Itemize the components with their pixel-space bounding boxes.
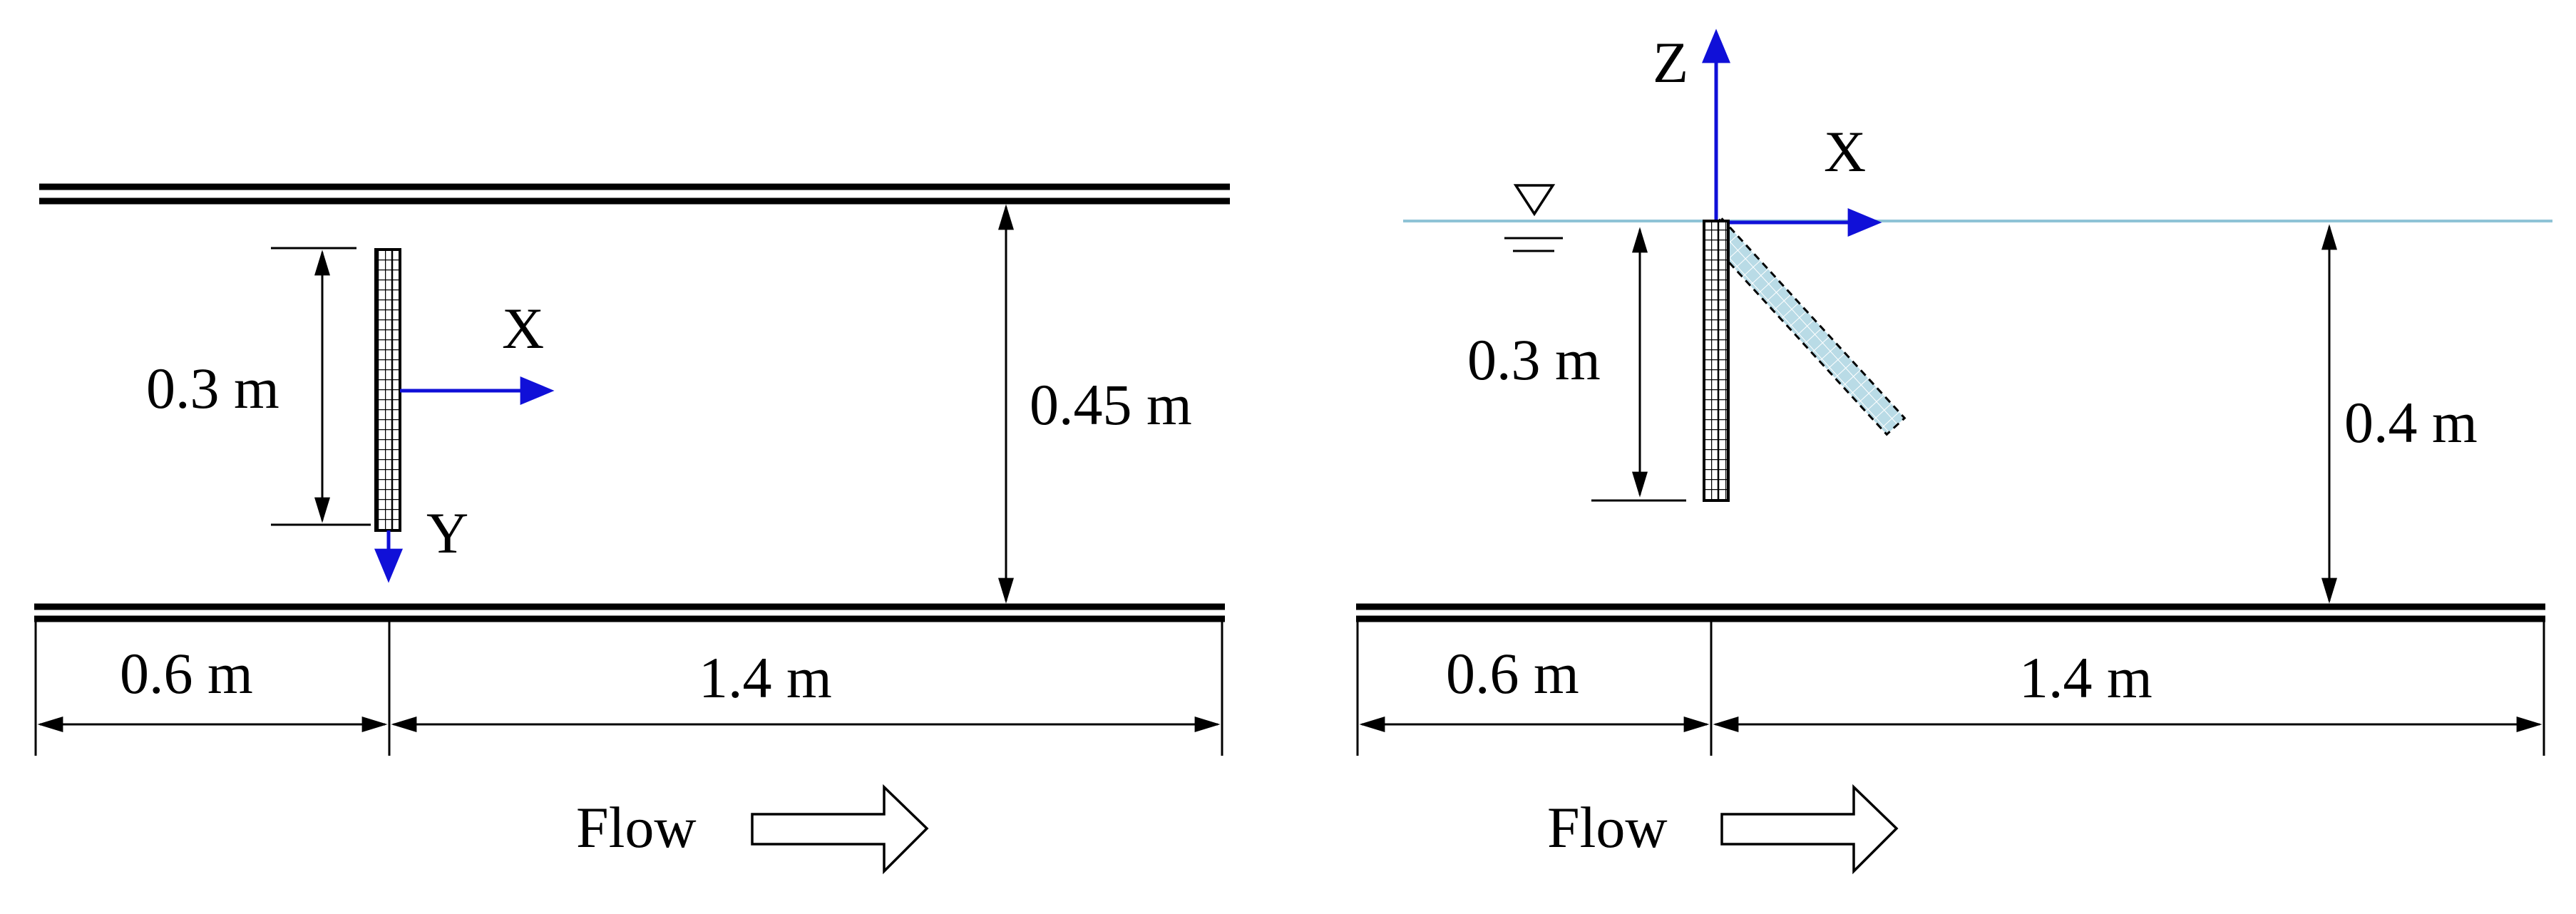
top-view: 0.3 m X Y 0.45 m 0.6 m 1.4 m Flow [34, 183, 1230, 875]
flow-label: Flow [576, 795, 697, 860]
x-axis-label-side: X [1824, 119, 1866, 184]
x-axis-label: X [502, 296, 544, 361]
plate [374, 248, 401, 532]
length-dimensions-side [1356, 622, 2545, 756]
water-depth-label: 0.4 m [2344, 390, 2478, 455]
flow-arrow-icon [751, 784, 929, 875]
length-dimensions [34, 622, 1223, 756]
y-axis-label: Y [426, 500, 468, 565]
channel-bed [1356, 603, 2545, 622]
free-surface-icon [1504, 184, 1563, 252]
top-wall [39, 183, 1230, 205]
z-axis-label: Z [1653, 30, 1688, 95]
channel-width-label: 0.45 m [1030, 372, 1192, 437]
side-view: Z X 0.3 m 0.4 m 0 [1356, 29, 2552, 875]
inclined-plate [1702, 217, 1907, 436]
bottom-wall [34, 603, 1225, 622]
flow-arrow-icon-side [1720, 784, 1899, 875]
downstream-length-label-side: 1.4 m [2019, 645, 2152, 710]
downstream-length-label: 1.4 m [699, 645, 832, 710]
vertical-plate [1703, 220, 1730, 502]
plate-length-label-side: 0.3 m [1467, 327, 1601, 392]
plate-length-label: 0.3 m [146, 356, 279, 421]
upstream-length-label-side: 0.6 m [1446, 641, 1579, 706]
plate-length-dimension-side [1591, 227, 1686, 502]
plate-length-dimension [271, 247, 371, 526]
flow-label-side: Flow [1547, 795, 1668, 860]
upstream-length-label: 0.6 m [120, 641, 253, 706]
